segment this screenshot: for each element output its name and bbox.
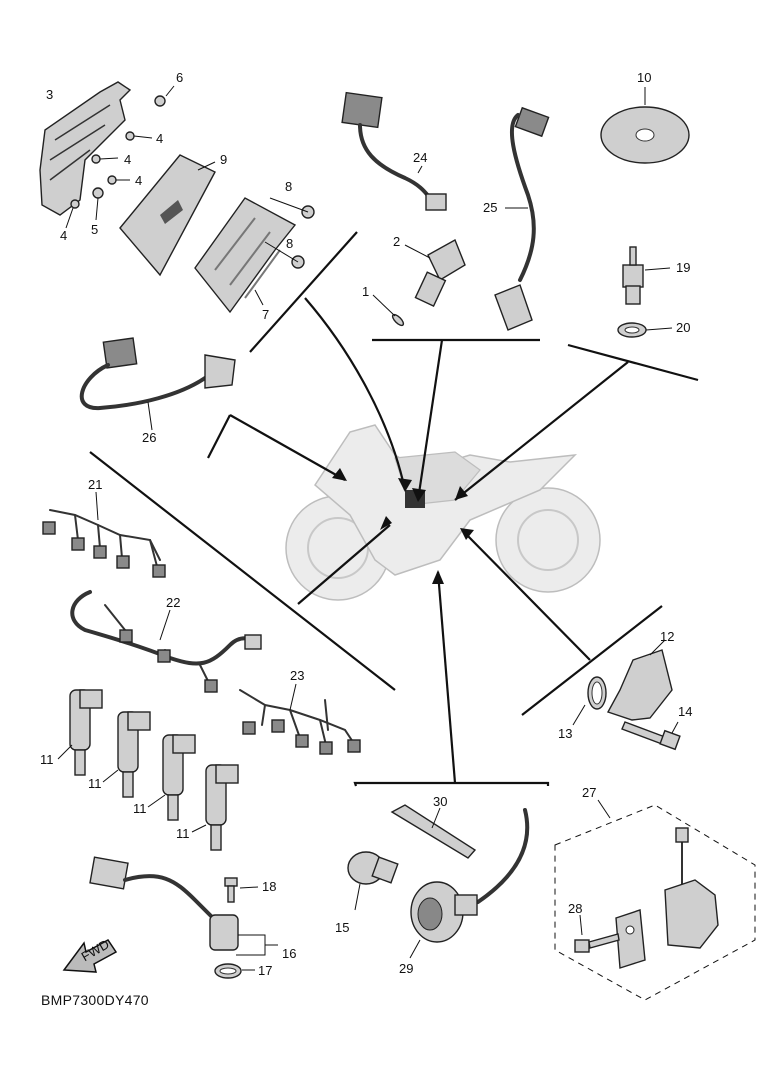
label-4d: 4	[60, 228, 67, 243]
label-27: 27	[582, 785, 596, 800]
label-19: 19	[676, 260, 690, 275]
ignition-coils-11	[57, 689, 239, 851]
label-4a: 4	[156, 131, 163, 146]
label-3: 3	[46, 87, 53, 102]
label-12: 12	[660, 629, 674, 644]
label-10: 10	[637, 70, 651, 85]
screws-4-5-6	[65, 85, 175, 229]
label-29: 29	[399, 961, 413, 976]
oring-17	[214, 963, 255, 979]
washer-1	[372, 294, 405, 327]
sensor-24	[341, 91, 447, 211]
plug-30	[390, 804, 477, 859]
bolt-14	[621, 721, 681, 751]
label-20: 20	[676, 320, 690, 335]
label-28: 28	[568, 901, 582, 916]
label-4b: 4	[124, 152, 131, 167]
callout-lines	[89, 231, 699, 787]
bolt-18	[224, 877, 259, 903]
label-30: 30	[433, 794, 447, 809]
label-23: 23	[290, 668, 304, 683]
label-21: 21	[88, 477, 102, 492]
washer-20	[617, 322, 673, 338]
label-26: 26	[142, 430, 156, 445]
sensor-15	[347, 851, 399, 911]
label-7: 7	[262, 307, 269, 322]
ecu-9	[119, 154, 216, 277]
bolt-28	[574, 914, 620, 953]
label-25: 25	[483, 200, 497, 215]
label-8a: 8	[285, 179, 292, 194]
fwd-arrow-icon	[62, 939, 118, 973]
cd-10	[600, 87, 690, 164]
sensor-12	[606, 639, 673, 721]
label-22: 22	[166, 595, 180, 610]
sensor-25	[494, 106, 550, 331]
label-1: 1	[362, 284, 369, 299]
label-17: 17	[258, 963, 272, 978]
label-11c: 11	[133, 801, 147, 816]
bracket-7	[194, 197, 315, 314]
harness-22	[70, 590, 262, 693]
diagram-code: BMP7300DY470	[41, 992, 149, 1008]
part-labels: 1 2 3 4 4 4 4 5 6 7 8 8 9 10 11 11 11 11…	[40, 70, 692, 978]
kit-27	[554, 799, 756, 1001]
label-15: 15	[335, 920, 349, 935]
sensor-29	[409, 808, 530, 959]
sensor-16	[89, 856, 278, 956]
label-24: 24	[413, 150, 427, 165]
label-6: 6	[176, 70, 183, 85]
label-5: 5	[91, 222, 98, 237]
sensor-2	[404, 239, 466, 307]
label-16: 16	[282, 946, 296, 961]
harness-23	[239, 683, 361, 755]
harness-21	[42, 491, 166, 578]
label-4c: 4	[135, 173, 142, 188]
oring-13	[572, 676, 607, 726]
label-8b: 8	[286, 236, 293, 251]
label-14: 14	[678, 704, 692, 719]
label-11a: 11	[40, 752, 54, 767]
label-9: 9	[220, 152, 227, 167]
label-11d: 11	[176, 826, 190, 841]
label-18: 18	[262, 879, 276, 894]
sensor-19	[622, 246, 671, 305]
bracket-3	[39, 81, 132, 216]
sensor-26	[79, 337, 236, 431]
label-13: 13	[558, 726, 572, 741]
label-11b: 11	[88, 776, 102, 791]
label-2: 2	[393, 234, 400, 249]
